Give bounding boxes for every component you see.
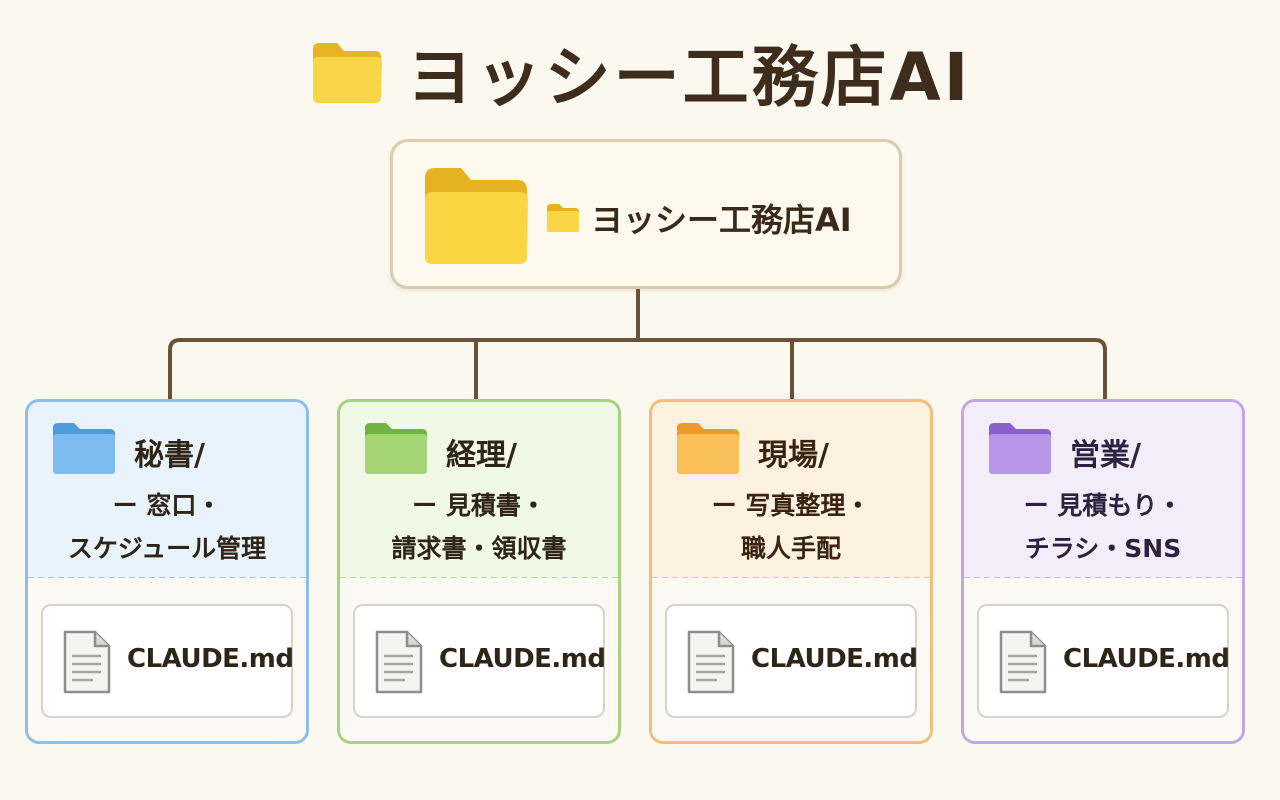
file-item: CLAUDE.md — [353, 604, 606, 718]
folder-card-secretary: 秘書/ ー 窓口・ スケジュール管理 CLAUDE.md — [25, 399, 309, 744]
card-header: 経理/ ー 見積書・ 請求書・領収書 — [340, 402, 618, 578]
diagram-title: ヨッシー工務店AI — [0, 22, 1280, 122]
description-line: ー 見積もり・ — [1023, 491, 1183, 520]
file-name: CLAUDE.md — [439, 644, 606, 674]
folder-icon — [53, 423, 116, 474]
root-label-text: ヨッシー工務店AI — [591, 201, 852, 239]
description-line: スケジュール管理 — [67, 534, 267, 563]
description-line: ー 見積書・ — [412, 491, 546, 520]
file-item: CLAUDE.md — [665, 604, 918, 718]
file-item: CLAUDE.md — [977, 604, 1230, 718]
folder-icon — [425, 168, 529, 264]
description-line: 請求書・領収書 — [391, 534, 567, 563]
root-folder-label: ヨッシー工務店AI — [545, 196, 852, 240]
description-line: ー 写真整理・ — [711, 491, 871, 520]
card-footer: CLAUDE.md — [340, 578, 618, 741]
folder-icon — [547, 204, 580, 232]
folder-card-sales: 営業/ ー 見積もり・ チラシ・SNS CLAUDE.md — [961, 399, 1245, 744]
folder-icon — [365, 423, 428, 474]
card-folder-name: 経理/ — [446, 438, 517, 473]
card-footer: CLAUDE.md — [652, 578, 930, 741]
document-icon — [63, 630, 111, 694]
folder-card-accounting: 経理/ ー 見積書・ 請求書・領収書 CLAUDE.md — [337, 399, 621, 744]
file-name: CLAUDE.md — [1063, 644, 1230, 674]
root-folder-node: ヨッシー工務店AI — [390, 139, 902, 289]
document-icon — [999, 630, 1047, 694]
description-line: ー 窓口・ — [112, 491, 222, 520]
file-name: CLAUDE.md — [127, 644, 294, 674]
card-header: 現場/ ー 写真整理・ 職人手配 — [652, 402, 930, 578]
card-description: ー 写真整理・ 職人手配 — [662, 484, 920, 570]
card-description: ー 窓口・ スケジュール管理 — [38, 484, 296, 570]
card-folder-name: 営業/ — [1070, 438, 1141, 473]
title-text: ヨッシー工務店AI — [406, 39, 972, 116]
folder-card-site: 現場/ ー 写真整理・ 職人手配 CLAUDE.md — [649, 399, 933, 744]
description-line: 職人手配 — [740, 534, 841, 563]
file-name: CLAUDE.md — [751, 644, 918, 674]
description-line: チラシ・SNS — [1024, 534, 1182, 563]
card-folder-name: 現場/ — [758, 438, 829, 473]
folder-icon — [312, 43, 382, 103]
card-footer: CLAUDE.md — [964, 578, 1242, 741]
file-item: CLAUDE.md — [41, 604, 294, 718]
card-description: ー 見積書・ 請求書・領収書 — [350, 484, 608, 570]
document-icon — [687, 630, 735, 694]
folder-icon — [989, 423, 1052, 474]
card-header: 秘書/ ー 窓口・ スケジュール管理 — [28, 402, 306, 578]
document-icon — [375, 630, 423, 694]
card-footer: CLAUDE.md — [28, 578, 306, 741]
card-description: ー 見積もり・ チラシ・SNS — [974, 484, 1232, 570]
folder-icon — [677, 423, 740, 474]
card-header: 営業/ ー 見積もり・ チラシ・SNS — [964, 402, 1242, 578]
card-folder-name: 秘書/ — [134, 438, 205, 473]
